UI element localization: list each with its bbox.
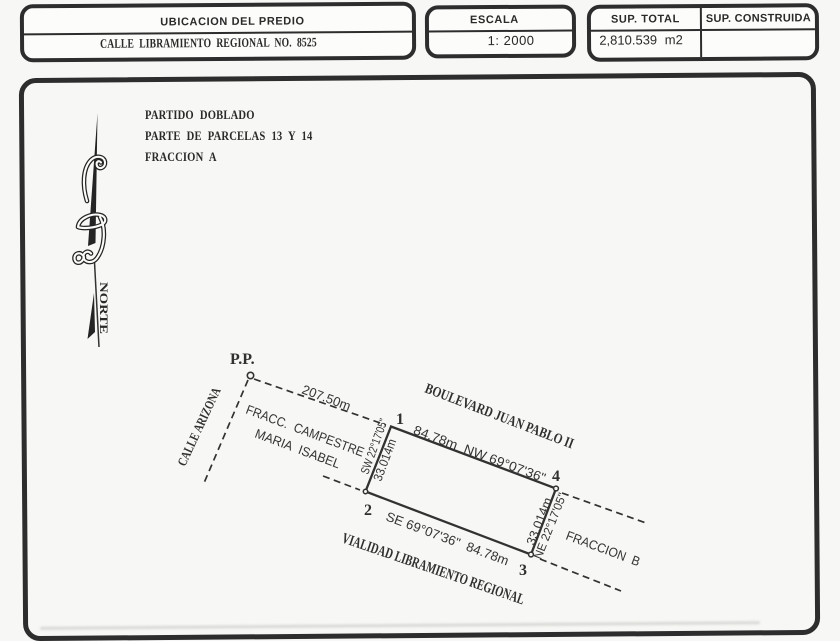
svg-text:2: 2: [364, 502, 372, 519]
svg-text:P.P.: P.P.: [230, 351, 255, 368]
svg-text:FRACCION B: FRACCION B: [564, 528, 642, 569]
svg-text:NORTE: NORTE: [97, 282, 109, 334]
svg-text:207.50m: 207.50m: [300, 382, 353, 414]
svg-text:3: 3: [519, 562, 527, 579]
svg-text:4: 4: [552, 468, 560, 485]
svg-text:1: 1: [396, 411, 404, 428]
